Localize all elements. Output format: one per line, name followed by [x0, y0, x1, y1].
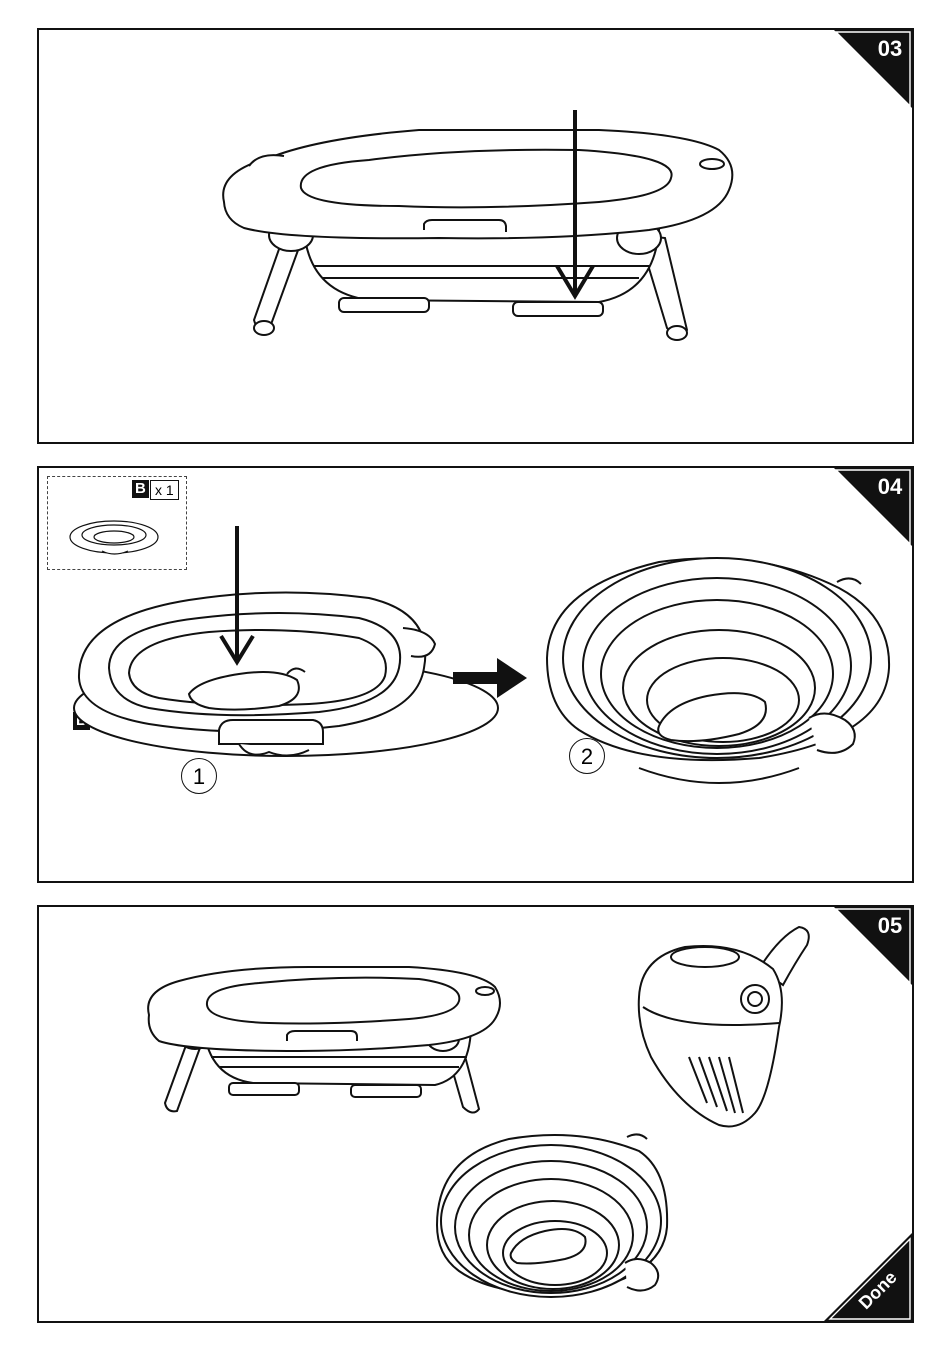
step-03-panel: 03 — [37, 28, 914, 444]
finished-set-illustration — [39, 907, 914, 1323]
callout-1: 1 — [181, 758, 217, 794]
step-04-panel: 04 B x 1 B — [37, 466, 914, 883]
step-05-panel: 05 Done — [37, 905, 914, 1323]
rinse-cup-icon — [639, 927, 809, 1127]
basin-unfold-illustration — [39, 468, 914, 883]
bathtub-illustration — [39, 30, 914, 444]
callout-2: 2 — [569, 738, 605, 774]
